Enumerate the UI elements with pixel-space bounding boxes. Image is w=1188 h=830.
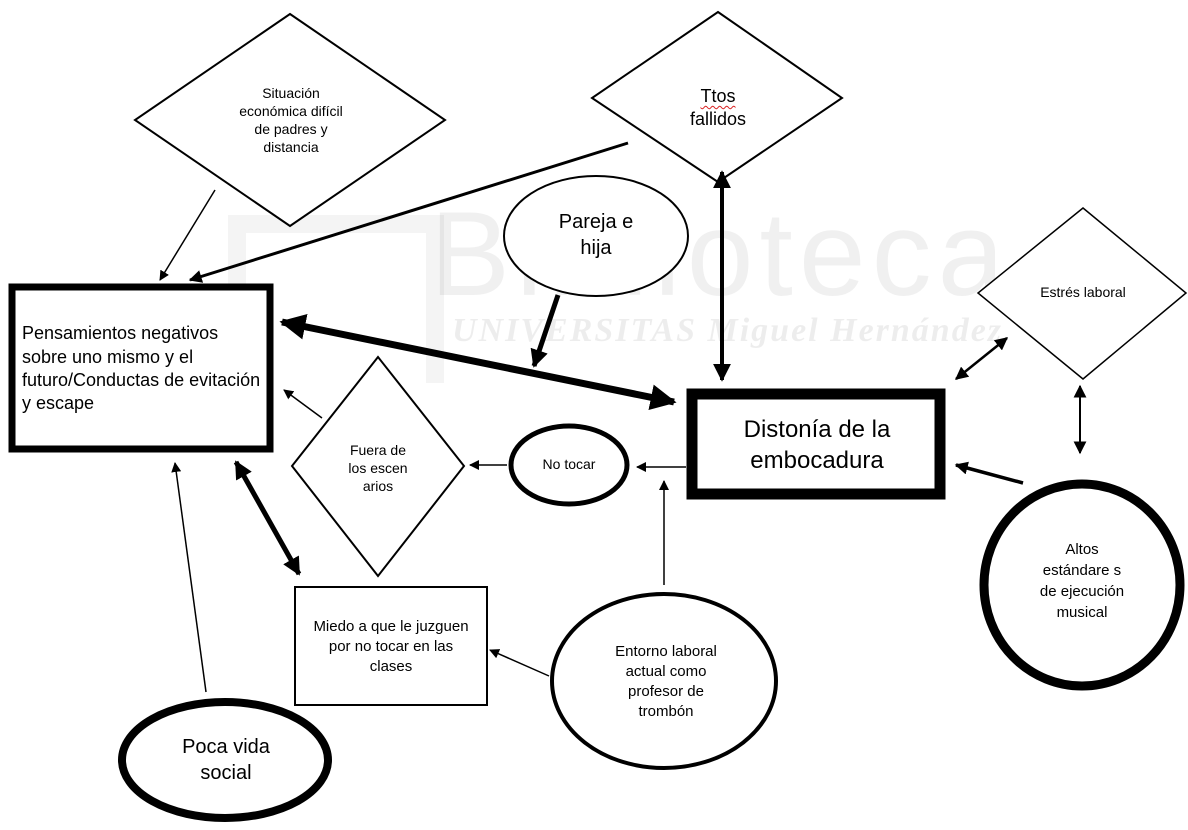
- node-altos-ellipse: [979, 479, 1185, 691]
- arrow-poca-to-pensamientos: [171, 462, 207, 693]
- arrow-pensamientos-distonia-bidirectional: [279, 313, 677, 411]
- arrow-estres-distonia-bidirectional: [954, 337, 1009, 380]
- node-situacion-diamond: [133, 12, 447, 228]
- arrow-situacion-to-pensamientos: [159, 189, 216, 281]
- node-distonia-box: [686, 388, 946, 500]
- node-poca-ellipse: [118, 698, 332, 822]
- node-miedo-box: [294, 586, 488, 706]
- label-poca: Poca vida social: [182, 736, 270, 784]
- arrow-altos-to-distonia: [954, 461, 1024, 485]
- arrow-entorno-to-miedo: [489, 649, 550, 677]
- node-estres-diamond: [976, 207, 1188, 380]
- node-entorno-ellipse: [550, 592, 778, 770]
- label-ttos-rest: fallidos: [689, 109, 747, 129]
- label-miedo: Miedo a que le juzguen por no tocar en l…: [313, 617, 469, 676]
- node-no-tocar-ellipse: [508, 423, 630, 507]
- label-altos: Altos estándare s de ejecución musical: [1039, 541, 1125, 621]
- label-pensamientos: Pensamientos negativos sobre uno mismo y…: [22, 323, 261, 414]
- label-estres: Estrés laboral: [1040, 284, 1126, 301]
- label-fuera: Fuera de los escen arios: [348, 441, 408, 495]
- node-pareja-ellipse: [503, 175, 689, 297]
- label-entorno: Entorno laboral actual como profesor de …: [615, 642, 717, 721]
- arrow-pensamientos-miedo-bidirectional: [233, 460, 302, 576]
- label-ttos: Ttos fallidos: [655, 78, 781, 138]
- arrow-pareja-to-center: [530, 294, 561, 368]
- label-distonia: Distonía de la embocadura: [743, 416, 891, 474]
- label-ttos-word: Ttos: [700, 85, 736, 106]
- label-situacion: Situación económica difícil de padres y …: [239, 85, 343, 155]
- node-pensamientos-box: [8, 283, 274, 453]
- arrow-ttos-to-pensamientos: [188, 141, 629, 283]
- label-pareja: Pareja e hija: [558, 211, 634, 259]
- arrow-fuera-to-pensamientos: [283, 389, 323, 419]
- label-no-tocar: No tocar: [542, 456, 596, 473]
- node-fuera-diamond: [290, 355, 466, 578]
